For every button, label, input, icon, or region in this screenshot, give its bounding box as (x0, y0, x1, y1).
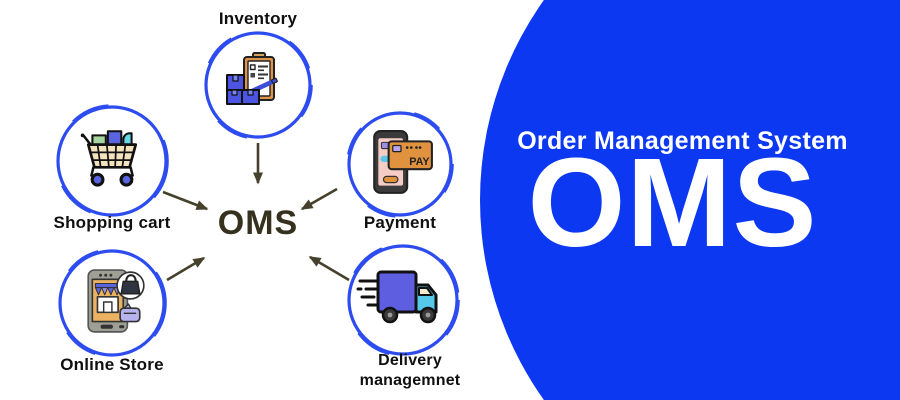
shopping-cart-label: Shopping cart (53, 213, 171, 232)
delivery-circle (347, 244, 459, 356)
inventory-label: Inventory (218, 9, 298, 28)
online-store-label: Online Store (60, 355, 164, 374)
online-store-circle-sketch (57, 248, 167, 358)
banner-title: Order Management System (517, 127, 848, 155)
delivery-label: Delivery managemnet (330, 351, 490, 391)
delivery-truck-icon (356, 270, 438, 324)
arrow-payment-to-center (300, 187, 338, 211)
delivery-label-line2: managemnet (359, 372, 461, 389)
inventory-circle (204, 31, 312, 139)
banner-blue-circle (480, 0, 900, 400)
arrow-delivery-to-center (308, 255, 350, 282)
shopping-cart-circle (56, 105, 168, 217)
inventory-clipboard-icon (226, 52, 278, 105)
shopping-cart-icon (80, 130, 138, 187)
center-oms-label: OMS (217, 204, 299, 242)
shopping-cart-circle-sketch (55, 104, 169, 218)
banner-acronym: OMS (527, 132, 818, 273)
node-circles (55, 30, 460, 358)
payment-circle (347, 111, 453, 217)
arrow-online-store-to-center (166, 256, 206, 282)
arrows (162, 143, 350, 282)
online-store-circle (58, 249, 166, 357)
online-store-tablet-icon (87, 269, 145, 333)
payment-label: Payment (363, 213, 437, 232)
arrow-shopping-cart-to-center (162, 190, 209, 211)
delivery-label-line1: Delivery (378, 352, 442, 369)
inventory-circle-sketch (203, 30, 313, 140)
payment-phone-card-icon: PAY (373, 130, 433, 194)
delivery-circle-sketch (346, 243, 460, 357)
pay-card-text: PAY (409, 156, 430, 168)
payment-circle-sketch (346, 110, 454, 218)
